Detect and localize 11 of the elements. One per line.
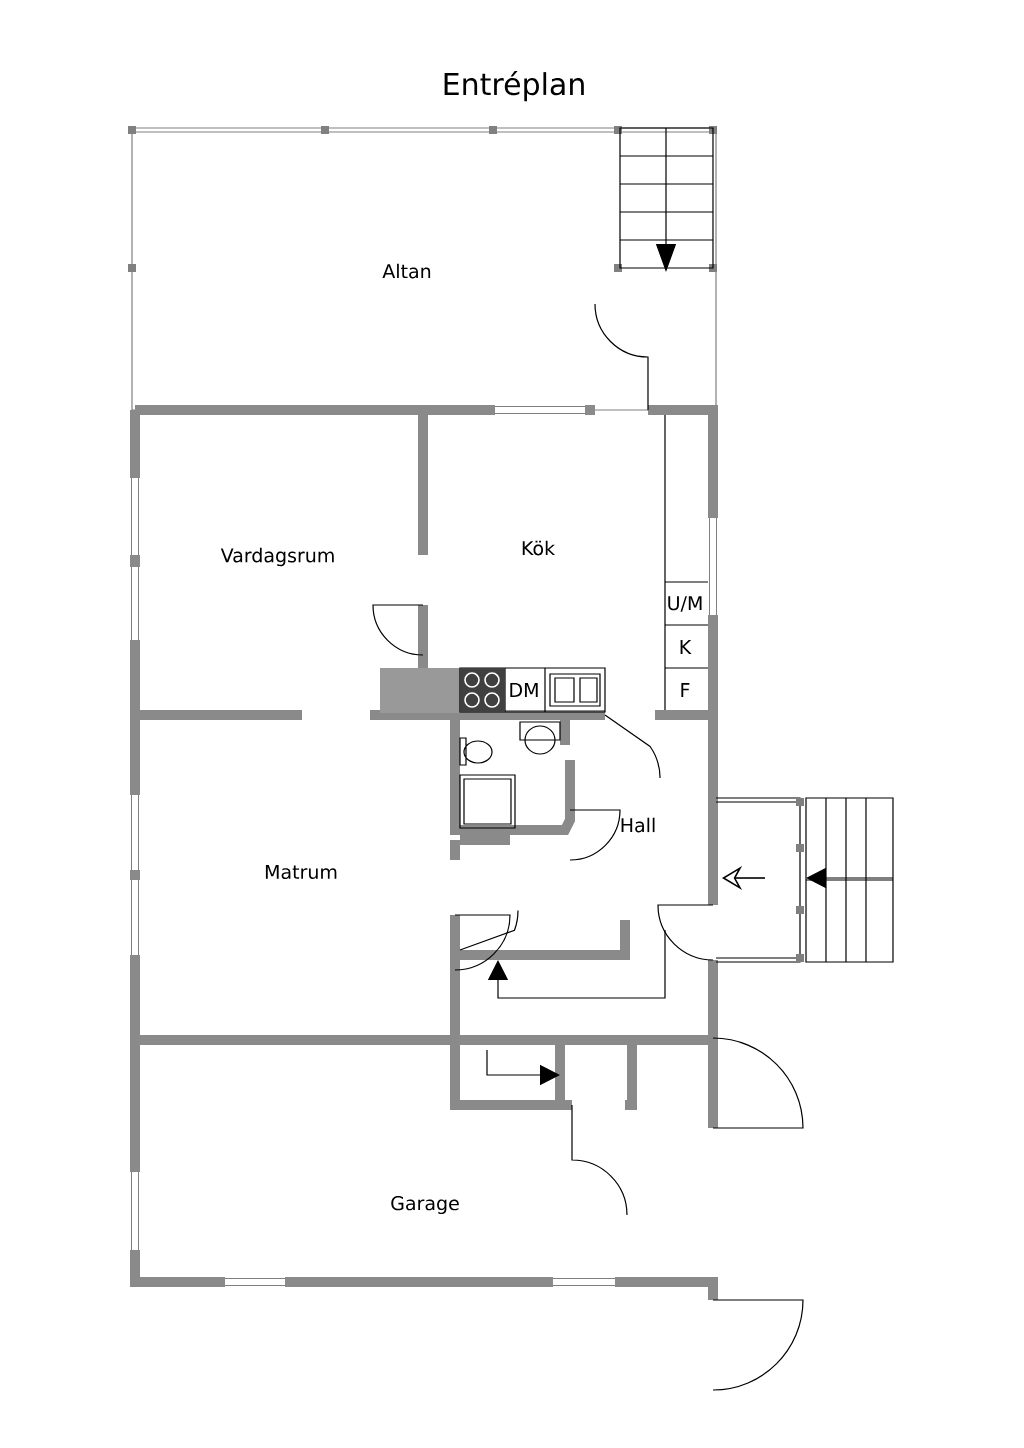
room-label: Altan — [382, 263, 431, 279]
appliance-label: DM — [510, 683, 538, 697]
room-label: Hall — [621, 817, 655, 833]
appliance-label: F — [681, 683, 690, 697]
room-label: Vardagsrum — [220, 547, 334, 567]
room-label: Matrum — [265, 864, 337, 880]
title: Entréplan — [444, 70, 584, 102]
appliance-label: U/M — [668, 596, 702, 612]
appliance-label: K — [680, 640, 692, 654]
room-label: Kök — [522, 540, 556, 556]
room-label: Garage — [391, 1195, 459, 1215]
